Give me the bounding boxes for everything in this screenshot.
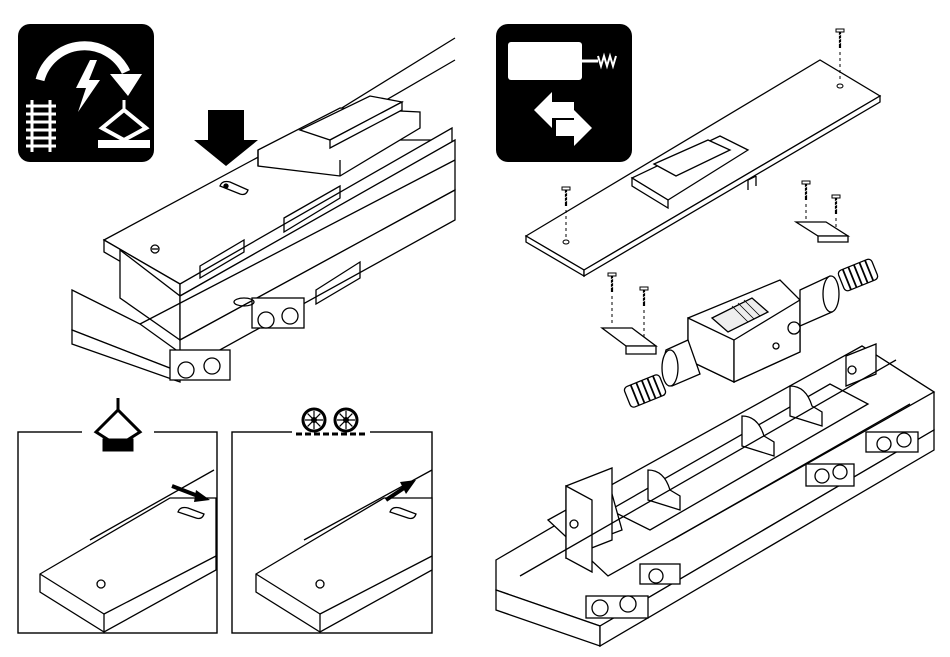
chassis bbox=[496, 344, 934, 646]
panel-remove-shell bbox=[18, 24, 455, 382]
panel-replace-motor bbox=[496, 24, 934, 646]
panel-pantograph-mode bbox=[18, 398, 217, 633]
motor-swap-icon bbox=[496, 24, 632, 162]
panel-track-mode bbox=[232, 409, 432, 633]
down-arrow-icon bbox=[194, 110, 258, 166]
power-switch-icon bbox=[18, 24, 154, 162]
slide-up-arrow bbox=[386, 480, 416, 500]
roof-plate-track bbox=[256, 470, 432, 632]
